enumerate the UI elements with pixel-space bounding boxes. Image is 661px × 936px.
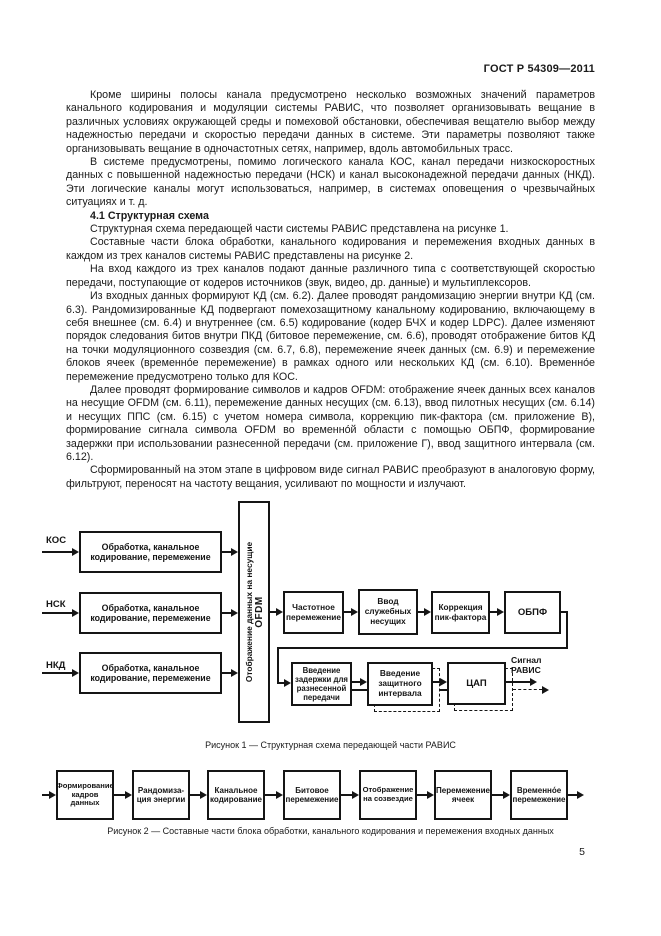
arrow-head <box>72 548 79 556</box>
arrow-line <box>270 611 276 613</box>
papr-correction-box: Коррекция пик-фактора <box>431 591 490 634</box>
arrow-head <box>424 608 431 616</box>
arrow-line <box>42 672 72 674</box>
paragraph: Из входных данных формируют КД (см. 6.2)… <box>66 290 595 383</box>
connector-line <box>440 689 447 691</box>
channel-label-kos: КОС <box>46 535 67 546</box>
arrow-line <box>222 612 231 614</box>
arrow-head <box>530 678 537 686</box>
connector-line <box>277 647 568 649</box>
arrow-line <box>417 794 427 796</box>
arrow-line <box>490 611 497 613</box>
arrow-head <box>231 548 238 556</box>
arrow-line <box>265 794 276 796</box>
fig2-box-energy-randomization: Рандомиза- ция энергии <box>132 770 190 820</box>
arrow-head <box>497 608 504 616</box>
arrow-line <box>42 612 72 614</box>
arrow-head <box>49 791 56 799</box>
arrow-line <box>341 794 352 796</box>
arrow-line <box>222 551 231 553</box>
arrow-head <box>503 791 510 799</box>
connector-line <box>561 611 568 613</box>
fig2-box-channel-coding: Канальное кодирование <box>207 770 265 820</box>
arrow-line <box>42 551 72 553</box>
arrow-head <box>440 678 447 686</box>
dashed-arrow-head <box>542 686 549 694</box>
arrow-line <box>506 681 530 683</box>
paragraph: Далее проводят формирование символов и к… <box>66 383 595 463</box>
ofdm-mapping-line1: Отображение данных на несущие <box>243 541 254 683</box>
diversity-delay-box: Введение задержки для разнесенной переда… <box>291 662 352 706</box>
dashed-arrow-line <box>513 689 542 690</box>
fig2-box-cell-interleaving: Перемежение ячеек <box>434 770 492 820</box>
paragraph: Составные части блока обработки, канальн… <box>66 236 595 262</box>
processing-box-nsk: Обработка, канальное кодирование, переме… <box>79 592 222 634</box>
figure2-caption: Рисунок 2 — Составные части блока обрабо… <box>107 826 554 836</box>
arrow-head <box>360 678 367 686</box>
channel-label-nkd: НКД <box>46 660 66 671</box>
connector-line <box>352 689 367 691</box>
section-heading: 4.1 Структурная схема <box>90 209 209 222</box>
output-signal-label: Сигнал РАВИС <box>511 655 542 675</box>
connector-line <box>566 611 568 649</box>
paragraph: Структурная схема передающей части систе… <box>90 223 509 236</box>
figure1-caption: Рисунок 1 — Структурная схема передающей… <box>205 740 456 750</box>
body-text: Кроме ширины полосы канала предусмотрено… <box>66 89 595 491</box>
arrow-head <box>72 609 79 617</box>
arrow-head <box>72 669 79 677</box>
guard-interval-box: Введение защитного интервала <box>367 662 433 706</box>
arrow-line <box>568 794 577 796</box>
paragraph: На вход каждого из трех каналов подают д… <box>66 263 595 289</box>
arrow-head <box>231 609 238 617</box>
arrow-head <box>352 791 359 799</box>
channel-label-nsk: НСК <box>46 599 66 610</box>
ofdm-mapping-box <box>238 501 270 723</box>
arrow-line <box>344 611 351 613</box>
ifft-box: ОБПФ <box>504 591 561 634</box>
fig2-box-time-interleaving: Временно́е перемежение <box>510 770 568 820</box>
paragraph: Сформированный на этом этапе в цифровом … <box>66 464 595 490</box>
arrow-head <box>276 791 283 799</box>
paragraph: В системе предусмотрены, помимо логическ… <box>66 156 595 209</box>
arrow-head <box>231 669 238 677</box>
freq-interleaving-box: Частотное перемежение <box>283 591 344 634</box>
fig2-box-constellation-mapping: Отображение на созвездие <box>359 770 417 820</box>
arrow-line <box>42 794 49 796</box>
paragraph: Кроме ширины полосы канала предусмотрено… <box>66 89 595 155</box>
service-carriers-box: Ввод служебных несущих <box>358 589 418 635</box>
arrow-line <box>352 681 360 683</box>
fig2-box-bit-interleaving: Битовое перемежение <box>283 770 341 820</box>
doc-number: ГОСТ Р 54309—2011 <box>483 63 595 75</box>
arrow-head <box>427 791 434 799</box>
page-number: 5 <box>579 846 585 858</box>
dac-box: ЦАП <box>447 662 506 705</box>
arrow-head <box>284 679 291 687</box>
arrow-line <box>114 794 125 796</box>
arrow-head <box>125 791 132 799</box>
arrow-line <box>222 672 231 674</box>
arrow-head <box>200 791 207 799</box>
arrow-head <box>577 791 584 799</box>
ofdm-mapping-label: Отображение данных на несущие OFDM <box>238 503 270 721</box>
processing-box-kos: Обработка, канальное кодирование, переме… <box>79 531 222 573</box>
arrow-line <box>492 794 503 796</box>
arrow-line <box>279 682 284 684</box>
arrow-line <box>190 794 200 796</box>
connector-line <box>277 647 279 684</box>
ofdm-mapping-line2: OFDM <box>253 596 265 628</box>
arrow-head <box>276 608 283 616</box>
arrow-line <box>433 681 440 683</box>
arrow-line <box>418 611 424 613</box>
fig2-box-frame-forming: Формирование кадров данных <box>56 770 114 820</box>
processing-box-nkd: Обработка, канальное кодирование, переме… <box>79 652 222 694</box>
arrow-head <box>351 608 358 616</box>
